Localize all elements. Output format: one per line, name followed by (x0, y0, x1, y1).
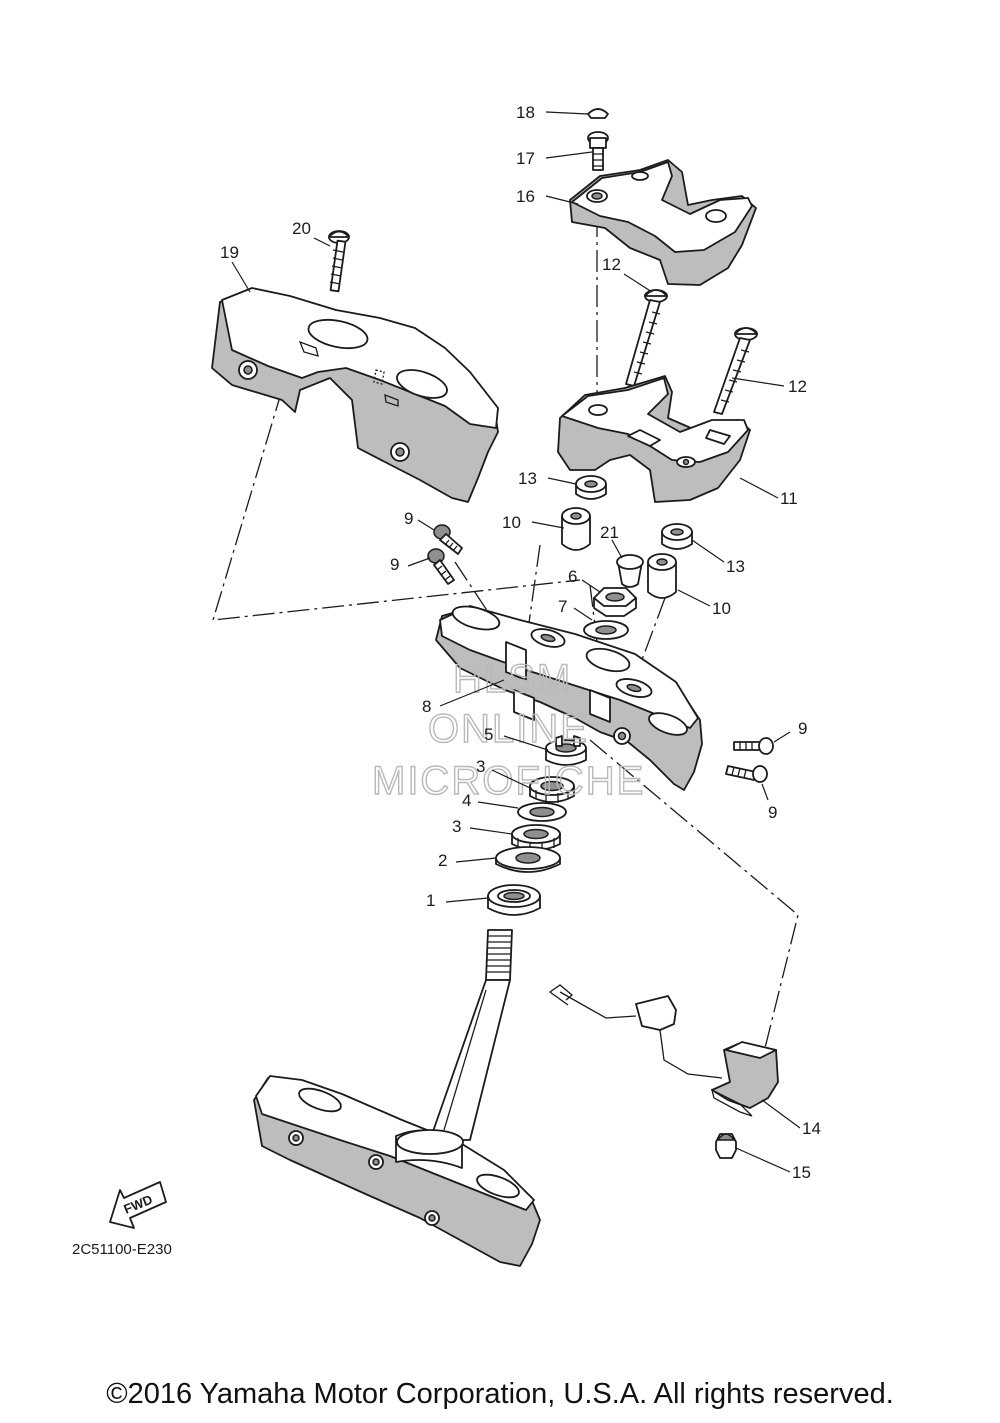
callout-labels: 18 17 16 20 19 12 12 13 11 9 10 21 13 9 … (220, 103, 821, 1182)
callout-5: 5 (484, 725, 493, 744)
part-19-handlebar-cover (211, 287, 499, 503)
callout-6: 6 (568, 567, 577, 586)
part-20-screw (328, 230, 350, 293)
part-2-bearing-cover (495, 846, 561, 873)
callout-10-left: 10 (502, 513, 521, 532)
part-21-collar (616, 554, 644, 588)
callout-17: 17 (516, 149, 535, 168)
callout-21: 21 (600, 523, 619, 542)
watermark-line-3: MICROFICHE (372, 759, 645, 803)
part-8-upper-bracket (435, 605, 703, 791)
callout-8: 8 (422, 697, 431, 716)
callout-20: 20 (292, 219, 311, 238)
reference-lines (212, 215, 799, 1049)
callout-16: 16 (516, 187, 535, 206)
callout-9-lower-left: 9 (390, 555, 399, 574)
part-12-bolt-right (713, 327, 758, 415)
part-6-nut (593, 587, 637, 617)
part-16-upper-bracket (569, 159, 757, 286)
part-7-washer (583, 620, 629, 640)
callout-10-right: 10 (712, 599, 731, 618)
callout-15: 15 (792, 1163, 811, 1182)
callout-3-upper: 3 (476, 757, 485, 776)
callout-14: 14 (802, 1119, 821, 1138)
watermark-line-1: HLSM (453, 657, 572, 701)
part-4-washer (517, 802, 567, 822)
callout-13-right: 13 (726, 557, 745, 576)
part-13-bushing-right (661, 523, 693, 550)
part-9-bolt-upper-left (433, 524, 463, 555)
diagram-code: 2C51100-E230 (72, 1241, 172, 1258)
part-10-damper-left (561, 507, 591, 551)
part-12-bolt-left (625, 289, 668, 387)
callout-12-left: 12 (602, 255, 621, 274)
callout-9-upper-right: 9 (798, 719, 807, 738)
part-9-bolt-upper-right (733, 737, 774, 755)
callout-2: 2 (438, 851, 447, 870)
part-11-lower-holder (557, 375, 751, 503)
watermark-line-2: ONLINE (428, 707, 589, 751)
part-9-bolt-lower-right (725, 765, 768, 783)
callout-19: 19 (220, 243, 239, 262)
part-1-bearing (487, 884, 541, 916)
part-9-bolt-lower-left (427, 548, 455, 585)
callout-3-lower: 3 (452, 817, 461, 836)
part-15-cap-nut (715, 1133, 737, 1159)
part-13-bushing-left (575, 475, 607, 500)
callout-11: 11 (780, 489, 798, 508)
callout-7: 7 (558, 597, 567, 616)
callout-4: 4 (462, 791, 471, 810)
callout-9-lower-right: 9 (768, 803, 777, 822)
part-18-cap (587, 108, 609, 119)
watermark: HLSM ONLINE MICROFICHE (371, 656, 645, 803)
leader-lines (231, 111, 801, 1173)
fwd-arrow-icon: FWD (109, 1181, 167, 1229)
part-5-lock-washer (545, 735, 587, 766)
part-10-damper-right (647, 553, 677, 599)
callout-13-left: 13 (518, 469, 537, 488)
callout-18: 18 (516, 103, 535, 122)
part-3-ring-nut-upper (529, 776, 575, 803)
callout-12-right: 12 (788, 377, 807, 396)
part-3-ring-nut-lower (511, 824, 561, 852)
callout-9-upper-left: 9 (404, 509, 413, 528)
part-17-bolt (587, 131, 609, 171)
callout-1: 1 (426, 891, 435, 910)
copyright-notice: ©2016 Yamaha Motor Corporation, U.S.A. A… (106, 1378, 894, 1410)
steering-stem-under-bracket (253, 929, 541, 1267)
part-14-harness-holder (548, 984, 779, 1117)
